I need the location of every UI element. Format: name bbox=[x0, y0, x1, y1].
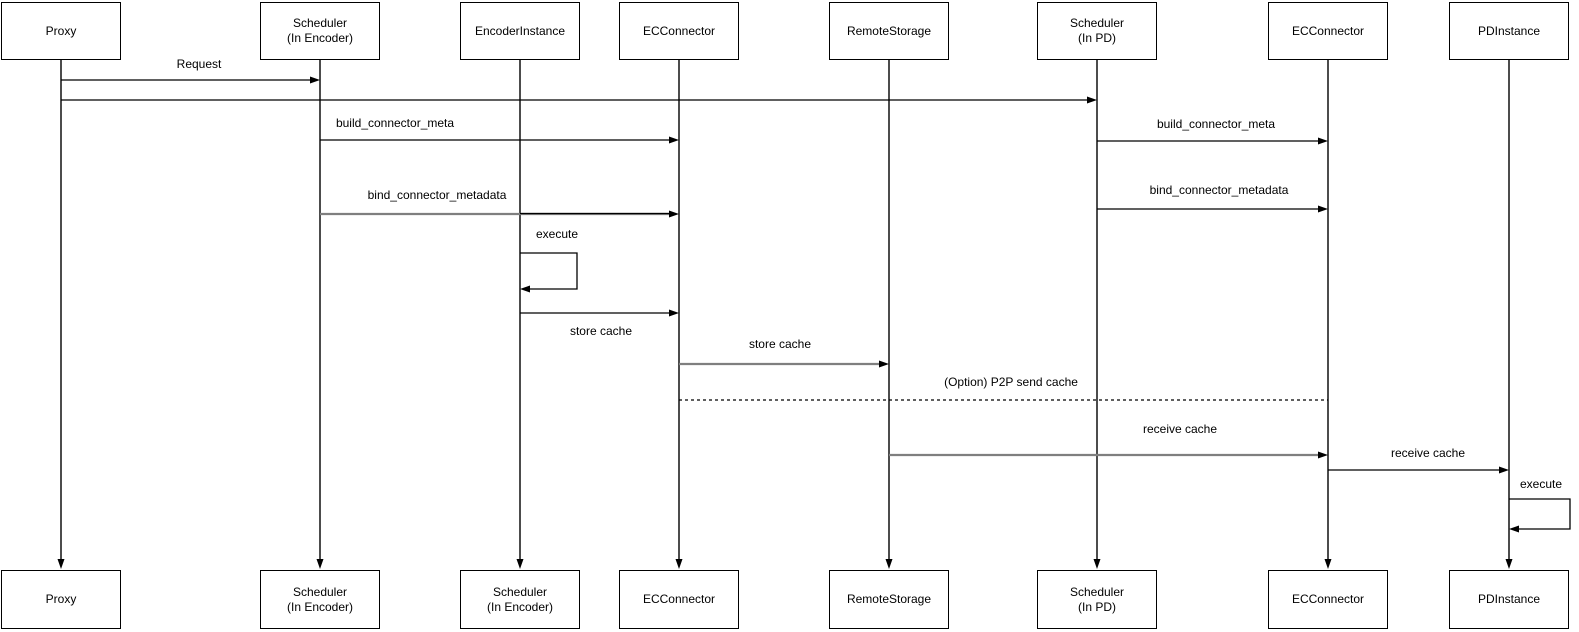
actor-label-line: PDInstance bbox=[1477, 23, 1541, 38]
lifeline-arrowhead-proxy bbox=[57, 559, 65, 569]
message-label-4: bind_connector_metadata bbox=[367, 188, 507, 202]
message-label-6: execute bbox=[535, 227, 579, 241]
actor-label-line: Scheduler bbox=[492, 584, 548, 599]
message-arrowhead-7 bbox=[669, 309, 679, 317]
actor-label-line: Scheduler bbox=[292, 16, 348, 30]
message-arrowhead-1 bbox=[1087, 96, 1097, 104]
message-arrowhead-0 bbox=[310, 76, 320, 84]
message-label-10: receive cache bbox=[1142, 422, 1218, 436]
self-message-path-12 bbox=[1509, 498, 1571, 530]
lifeline-arrowhead-remote-storage bbox=[885, 559, 893, 569]
lifeline-arrowhead-ec-connector-1 bbox=[675, 559, 683, 569]
actor-label-line: RemoteStorage bbox=[846, 592, 932, 606]
actor-bottom-box-remote-storage: RemoteStorage bbox=[829, 570, 949, 629]
actor-label-line: Scheduler bbox=[292, 584, 348, 599]
message-label-2: build_connector_meta bbox=[335, 116, 455, 130]
actor-bottom-box-encoder-instance: Scheduler(In Encoder) bbox=[460, 570, 580, 629]
message-arrowhead-5 bbox=[1318, 205, 1328, 213]
message-arrowhead-11 bbox=[1499, 466, 1509, 474]
actor-bottom-box-scheduler-encoder: Scheduler(In Encoder) bbox=[260, 570, 380, 629]
message-label-8: store cache bbox=[748, 337, 812, 351]
actor-label-line: PDInstance bbox=[1477, 592, 1541, 606]
message-label-3: build_connector_meta bbox=[1156, 117, 1276, 131]
actor-top-box-proxy: Proxy bbox=[1, 2, 121, 60]
actor-label-line: Scheduler bbox=[1069, 16, 1125, 30]
actor-label-line: Scheduler bbox=[1069, 584, 1125, 599]
actor-label-line: (In Encoder) bbox=[286, 599, 354, 614]
actor-bottom-box-ec-connector-1: ECConnector bbox=[619, 570, 739, 629]
actor-label-line: ECConnector bbox=[642, 592, 716, 606]
message-arrowhead-3 bbox=[1318, 137, 1328, 145]
actor-label-line: Proxy bbox=[45, 592, 77, 606]
self-message-arrowhead-12 bbox=[1509, 525, 1519, 533]
lifeline-arrowhead-pd-instance bbox=[1505, 559, 1513, 569]
lifeline-arrowhead-encoder-instance bbox=[516, 559, 524, 569]
actor-top-box-scheduler-encoder: Scheduler(In Encoder) bbox=[260, 2, 380, 60]
self-message-arrowhead-6 bbox=[520, 285, 530, 293]
actor-top-box-pd-instance: PDInstance bbox=[1449, 2, 1569, 60]
actor-label-line: (In PD) bbox=[1077, 599, 1116, 614]
message-arrowhead-4 bbox=[669, 210, 679, 218]
actor-label-line: ECConnector bbox=[1291, 592, 1365, 606]
actor-label-line: RemoteStorage bbox=[846, 23, 932, 38]
self-message-path-6 bbox=[520, 252, 578, 290]
message-label-9: (Option) P2P send cache bbox=[944, 375, 1078, 389]
message-label-5: bind_connector_metadata bbox=[1149, 183, 1289, 197]
actor-label-line: (In Encoder) bbox=[286, 31, 354, 45]
actor-top-box-ec-connector-2: ECConnector bbox=[1268, 2, 1388, 60]
actor-top-box-ec-connector-1: ECConnector bbox=[619, 2, 739, 60]
message-label-7: store cache bbox=[569, 324, 633, 338]
lifeline-arrowhead-ec-connector-2 bbox=[1324, 559, 1332, 569]
actor-label-line: ECConnector bbox=[642, 23, 716, 38]
actor-top-box-encoder-instance: EncoderInstance bbox=[460, 2, 580, 60]
message-label-12: execute bbox=[1519, 477, 1563, 491]
message-arrowhead-8 bbox=[879, 360, 889, 368]
actor-bottom-box-proxy: Proxy bbox=[1, 570, 121, 629]
actor-bottom-box-scheduler-pd: Scheduler(In PD) bbox=[1037, 570, 1157, 629]
actor-bottom-box-ec-connector-2: ECConnector bbox=[1268, 570, 1388, 629]
message-label-0: Request bbox=[176, 57, 222, 71]
actor-label-line: (In PD) bbox=[1077, 31, 1116, 45]
lifeline-arrowhead-scheduler-pd bbox=[1093, 559, 1101, 569]
actor-top-box-scheduler-pd: Scheduler(In PD) bbox=[1037, 2, 1157, 60]
actor-label-line: Proxy bbox=[45, 23, 77, 38]
actor-top-box-remote-storage: RemoteStorage bbox=[829, 2, 949, 60]
message-label-11: receive cache bbox=[1390, 446, 1466, 460]
actor-bottom-box-pd-instance: PDInstance bbox=[1449, 570, 1569, 629]
message-arrowhead-10 bbox=[1318, 451, 1328, 459]
actor-label-line: (In Encoder) bbox=[486, 599, 554, 614]
actor-label-line: EncoderInstance bbox=[474, 23, 566, 38]
lifeline-arrowhead-scheduler-encoder bbox=[316, 559, 324, 569]
message-arrowhead-2 bbox=[669, 136, 679, 144]
actor-label-line: ECConnector bbox=[1291, 23, 1365, 38]
